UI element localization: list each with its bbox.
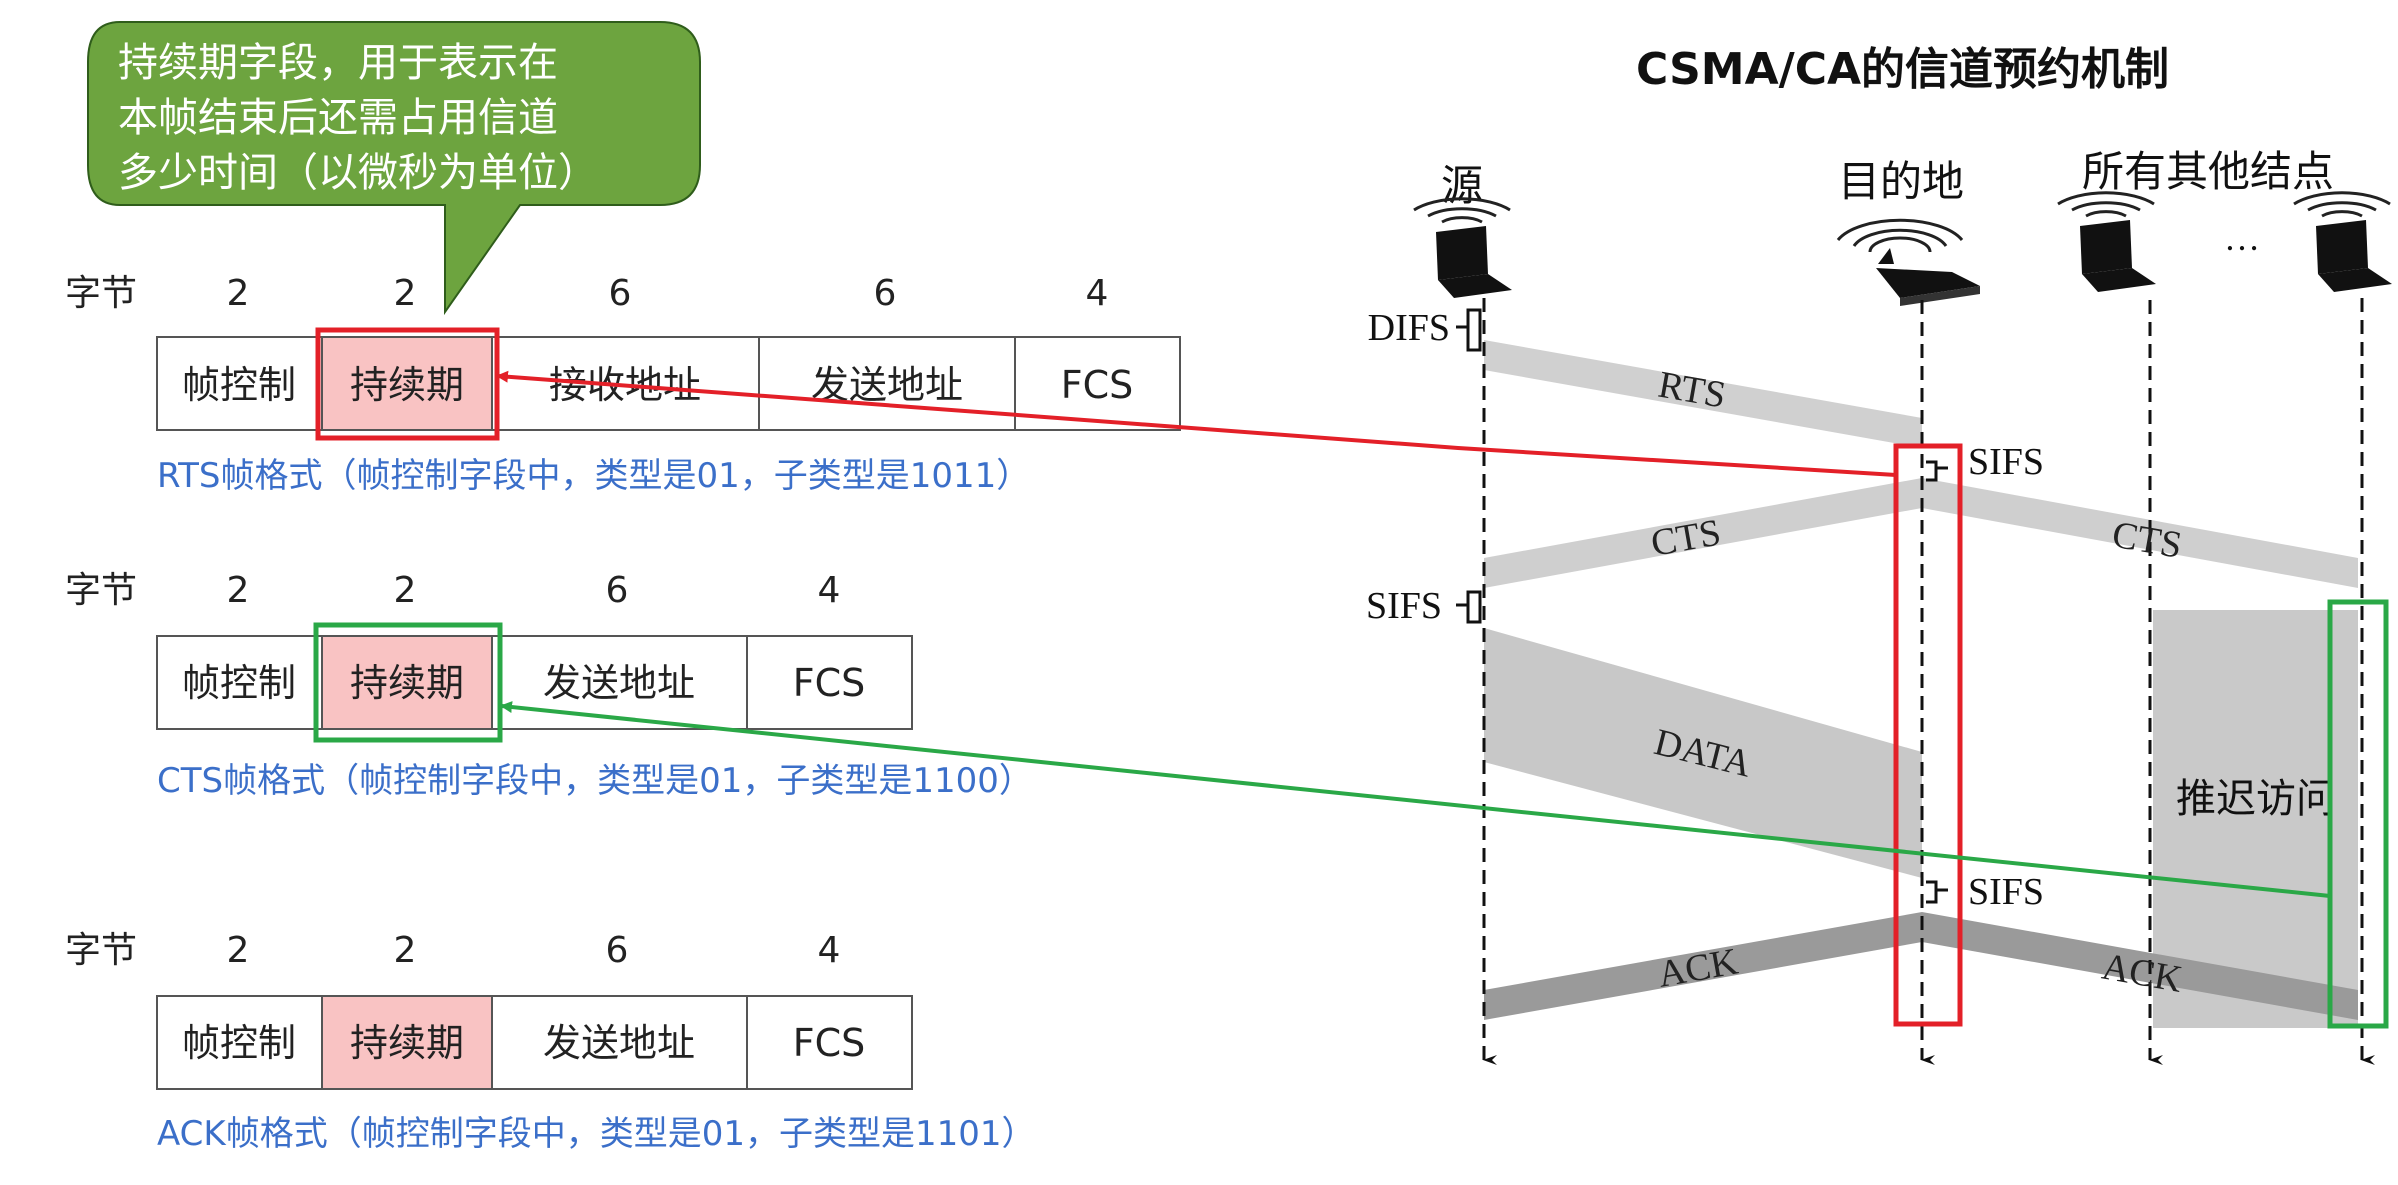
field-receiver-address [491, 336, 760, 431]
laptop-icon [2293, 191, 2392, 292]
bytes-label: 字节 [65, 570, 137, 611]
byte-size: 2 [227, 570, 250, 611]
byte-size: 2 [394, 273, 417, 314]
byte-size: 2 [394, 930, 417, 971]
field-label: FCS [1061, 363, 1134, 407]
ack-band-to-others [1922, 912, 2358, 1020]
frame-caption: RTS帧格式（帧控制字段中，类型是01，子类型是1011） [157, 456, 1030, 496]
access-point-icon [1836, 218, 1980, 306]
field-label: 发送地址 [543, 1021, 695, 1065]
field-sender-address [758, 336, 1016, 431]
defer-access-region [2153, 610, 2358, 1028]
sifs-label: SIFS [1968, 871, 2044, 913]
node-label-source: 源 [1441, 164, 1483, 210]
byte-size: 6 [609, 273, 632, 314]
timing-title: CSMA/CA的信道预约机制 [1636, 44, 2169, 95]
byte-size: 4 [818, 570, 841, 611]
sifs-label: SIFS [1968, 441, 2044, 483]
sifs-bracket [1926, 460, 1948, 482]
field-label: FCS [793, 661, 866, 705]
laptop-icon [2057, 191, 2156, 292]
field-label: 帧控制 [182, 661, 296, 705]
cts-duration-highlight [313, 622, 503, 743]
field-duration [321, 336, 493, 431]
rts-label: RTS [1655, 364, 1729, 417]
field-label: 帧控制 [182, 363, 296, 407]
cts-band-to-others [1922, 478, 2358, 588]
field-sender-address [491, 995, 748, 1090]
node-label-others: 所有其他结点 [2082, 150, 2334, 196]
frame-caption: ACK帧格式（帧控制字段中，类型是01，子类型是1101） [157, 1114, 1036, 1154]
callout-bubble [87, 21, 701, 316]
destination-duration-highlight [1893, 443, 1963, 1027]
byte-size: 2 [227, 273, 250, 314]
callout-line-1: 持续期字段，用于表示在 [118, 40, 558, 86]
cts-band-to-source [1484, 478, 1922, 588]
byte-size: 6 [606, 570, 629, 611]
bytes-label: 字节 [65, 930, 137, 971]
rts-duration-highlight [315, 327, 500, 441]
sifs-bracket [1456, 590, 1482, 624]
callout-line-2: 本帧结束后还需占用信道 [118, 95, 558, 141]
field-sender-address [491, 635, 748, 730]
byte-size: 2 [394, 570, 417, 611]
cts-label: CTS [1648, 511, 1724, 564]
field-label: FCS [793, 1021, 866, 1065]
byte-size: 4 [1086, 273, 1109, 314]
byte-size: 6 [606, 930, 629, 971]
field-duration [321, 635, 493, 730]
ack-frame: 字节 2 2 6 4 帧控制 持续期 发送地址 FCS ACK帧格式（帧控制字段… [65, 930, 1036, 1154]
callout-line-3: 多少时间（以微秒为单位） [118, 150, 598, 196]
rts-band [1484, 340, 1922, 448]
cts-label: CTS [2109, 513, 2185, 566]
ack-label: ACK [1655, 940, 1742, 995]
field-fcs [746, 995, 913, 1090]
rts-frame: 字节 2 2 6 6 4 帧控制 持续期 接收地址 发送地址 FCS RTS帧格… [65, 273, 1181, 496]
ack-band-to-source [1484, 912, 1922, 1020]
byte-size: 6 [874, 273, 897, 314]
field-frame-control [156, 336, 323, 431]
timing-diagram: CSMA/CA的信道预约机制 源 目的地 所有其他结点 … [1366, 44, 2392, 1065]
cts-duration-arrow [500, 701, 2331, 898]
bytes-label: 字节 [65, 273, 137, 314]
rts-duration-arrow [496, 370, 1897, 477]
difs-bracket [1456, 308, 1482, 352]
node-label-destination: 目的地 [1838, 160, 1964, 206]
data-band [1484, 628, 1922, 878]
field-frame-control [156, 995, 323, 1090]
field-fcs [746, 635, 913, 730]
defer-access-label: 推迟访问 [2176, 776, 2336, 821]
field-duration [321, 995, 493, 1090]
cts-frame: 字节 2 2 6 4 帧控制 持续期 发送地址 FCS CTS帧格式（帧控制字段… [65, 570, 1033, 801]
field-label: 持续期 [350, 661, 464, 705]
callout: 持续期字段，用于表示在 本帧结束后还需占用信道 多少时间（以微秒为单位） [87, 21, 701, 316]
frame-caption: CTS帧格式（帧控制字段中，类型是01，子类型是1100） [157, 761, 1033, 801]
others-defer-highlight [2327, 599, 2389, 1029]
field-fcs [1014, 336, 1181, 431]
byte-size: 4 [818, 930, 841, 971]
laptop-icon [1413, 197, 1512, 298]
difs-label: DIFS [1368, 307, 1450, 349]
field-label: 持续期 [350, 363, 464, 407]
sifs-bracket [1926, 880, 1948, 904]
field-label: 帧控制 [182, 1021, 296, 1065]
field-label: 持续期 [350, 1021, 464, 1065]
field-label: 发送地址 [543, 661, 695, 705]
sifs-label: SIFS [1366, 585, 1442, 627]
node-ellipsis: … [2224, 218, 2260, 258]
byte-size: 2 [227, 930, 250, 971]
field-frame-control [156, 635, 323, 730]
